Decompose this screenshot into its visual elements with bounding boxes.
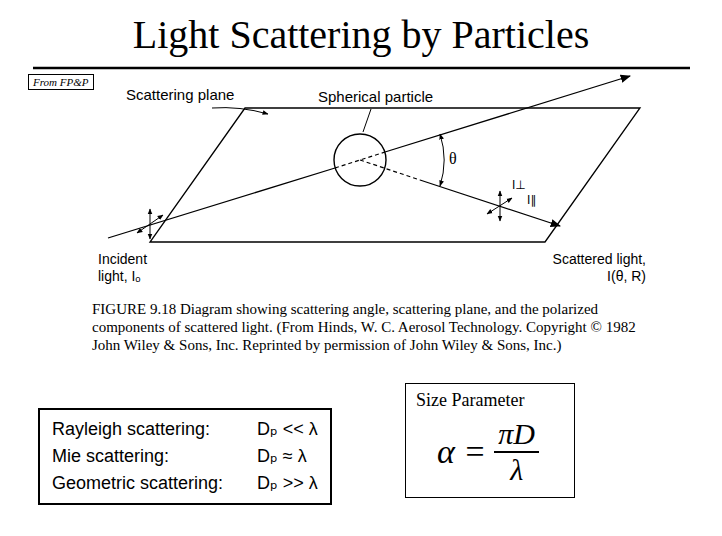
figure-label: Scattered light, I(θ, R) (538, 251, 646, 285)
figure-label: Scattering plane (126, 86, 234, 104)
formula-heading: Size Parameter (416, 390, 560, 411)
formula-box: Size Parameter α =πDλ (405, 383, 575, 498)
scattered-beam (420, 180, 560, 226)
title-rule (33, 67, 690, 70)
regime-condition: Dₚ << λ (257, 416, 318, 443)
fraction-numerator: πD (494, 417, 539, 453)
figure-label: Spherical particle (318, 88, 433, 106)
incident-beam (108, 168, 335, 238)
scattered-beam (360, 160, 420, 180)
formula-lhs: α = (437, 433, 486, 471)
figure-caption: FIGURE 9.18 Diagram showing scattering a… (92, 300, 652, 354)
figure-label: θ (449, 149, 457, 168)
regime-name: Mie scattering: (52, 443, 223, 470)
angle-arc (440, 134, 444, 186)
source-tag: From FP&P (28, 74, 94, 90)
source-text: From FP&P (33, 76, 89, 88)
polarization-arrow (137, 215, 163, 233)
formula: α =πDλ (416, 417, 560, 487)
fraction: πDλ (494, 417, 539, 487)
regime-condition: Dₚ >> λ (257, 470, 318, 497)
regime-name: Rayleigh scattering: (52, 416, 223, 443)
leader-line (363, 109, 371, 132)
leader-line (212, 108, 268, 114)
regime-condition: Dₚ ≈ λ (257, 443, 318, 470)
slide-title: Light Scattering by Particles (0, 12, 722, 58)
scattering-plane (150, 108, 640, 242)
polarization-arrow (487, 198, 512, 214)
figure-label: I∥ (527, 193, 536, 207)
figure-label: Incident light, Iₒ (98, 251, 178, 285)
regime-box: Rayleigh scattering: Dₚ << λ Mie scatterin… (38, 408, 332, 505)
regime-name: Geometric scattering: (52, 470, 223, 497)
fraction-denominator: λ (510, 453, 523, 487)
incident-beam (385, 76, 630, 152)
figure-label: I⊥ (512, 178, 526, 192)
